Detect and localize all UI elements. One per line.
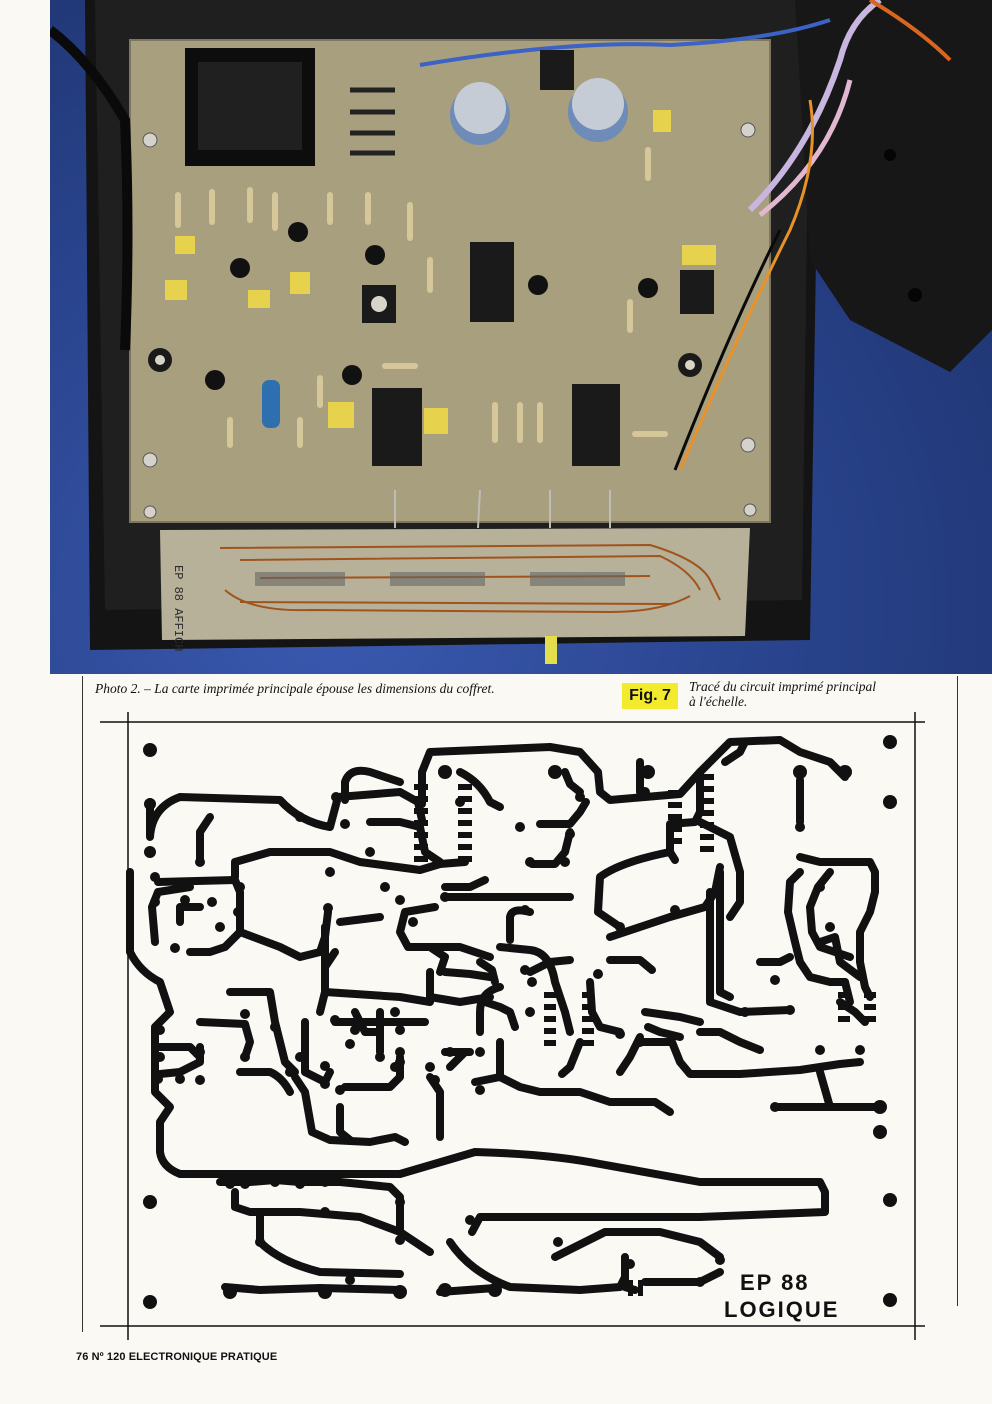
right-rule xyxy=(957,676,958,1306)
figure-caption-line1: Tracé du circuit imprimé principal xyxy=(689,679,876,694)
left-rule xyxy=(82,676,83,1332)
photo-illustration: EP 88 AFFICH xyxy=(50,0,992,664)
display-board-label: EP 88 AFFICH xyxy=(171,565,185,651)
pcb-layout-drawing: EP 88 LOGIQUE xyxy=(100,712,925,1340)
page-footer: 76 Nº 120 ELECTRONIQUE PRATIQUE xyxy=(76,1351,278,1363)
photo-caption: Photo 2. – La carte imprimée principale … xyxy=(95,681,495,696)
figure-caption-line2: à l'échelle. xyxy=(689,694,748,709)
figure-badge: Fig. 7 xyxy=(622,683,678,709)
figure-caption: Tracé du circuit imprimé principal à l'é… xyxy=(689,679,939,709)
circuit-board-photo: EP 88 AFFICH xyxy=(50,0,992,674)
pcb-label-line2: LOGIQUE xyxy=(724,1297,839,1322)
pcb-label-line1: EP 88 xyxy=(740,1270,810,1295)
